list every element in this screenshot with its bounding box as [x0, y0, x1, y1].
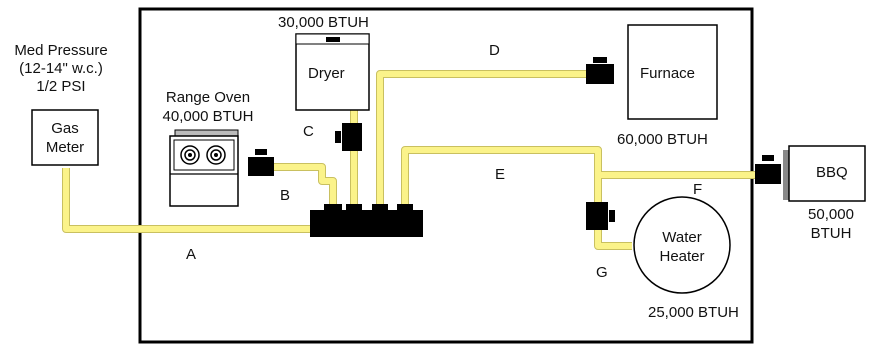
range-shutoff-valve	[248, 149, 274, 176]
water-heater-appliance	[633, 196, 731, 294]
meter-pressure-line: Med Pressure	[14, 42, 108, 59]
dryer-shutoff-valve	[335, 123, 362, 151]
furnace-rating: 60,000 BTUH	[617, 131, 708, 148]
furnace-name: Furnace	[640, 65, 696, 82]
segment-label-b: B	[280, 187, 291, 204]
water-heater-label: Water Heater	[640, 228, 724, 266]
gas-meter-label-line: Meter	[45, 139, 85, 156]
manifold-fitting	[346, 204, 362, 212]
furnace-appliance	[627, 24, 718, 120]
gas-meter-label-line: Gas	[51, 120, 79, 137]
gas-meter-box	[31, 109, 99, 166]
bbq-rating: 50,000 BTUH	[798, 205, 864, 243]
segment-label-f: F	[693, 181, 703, 198]
furnace-shutoff-valve	[586, 57, 614, 84]
range-oven-rating: 40,000 BTUH	[162, 108, 254, 125]
meter-pressure-label: Med Pressure (12-14" w.c.) 1/2 PSI	[0, 42, 122, 96]
water-heater-name-line: Water	[662, 229, 702, 246]
dryer-name: Dryer	[308, 65, 345, 82]
water-heater-name-line: Heater	[659, 248, 705, 265]
water-heater-shutoff-valve	[586, 202, 615, 230]
manifold-fitting	[324, 204, 342, 212]
gas-manifold	[310, 210, 423, 237]
meter-pressure-line: 1/2 PSI	[36, 78, 86, 95]
bbq-shutoff-valve	[755, 155, 781, 184]
bbq-rating-line: BTUH	[810, 225, 852, 242]
gas-pipes	[62, 70, 768, 250]
range-oven-label: Range Oven 40,000 BTUH	[146, 88, 270, 126]
dryer-appliance	[295, 33, 370, 111]
dryer-rating: 30,000 BTUH	[278, 14, 369, 31]
manifold-fitting	[372, 204, 388, 212]
meter-pressure-line: (12-14" w.c.)	[19, 60, 103, 77]
segment-label-c: C	[303, 123, 314, 140]
bbq-name: BBQ	[816, 164, 848, 181]
gas-meter-label: Gas Meter	[32, 119, 98, 157]
range-oven-appliance	[169, 129, 239, 207]
bbq-rating-line: 50,000	[808, 206, 854, 223]
manifold-fitting	[397, 204, 413, 212]
segment-label-d: D	[489, 42, 500, 59]
segment-label-e: E	[495, 166, 506, 183]
segment-label-a: A	[186, 246, 197, 263]
water-heater-rating: 25,000 BTUH	[648, 304, 739, 321]
segment-label-g: G	[596, 264, 608, 281]
range-oven-name: Range Oven	[165, 89, 251, 106]
bbq-appliance	[783, 145, 866, 202]
